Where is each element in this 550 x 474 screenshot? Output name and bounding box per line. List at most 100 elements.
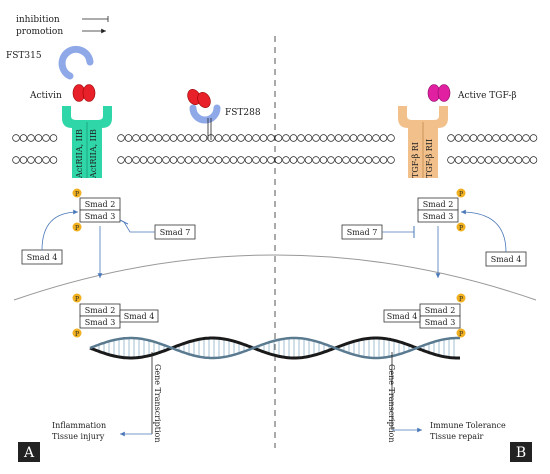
lipid-head: [162, 156, 170, 164]
lipid-head: [484, 156, 493, 164]
lipid-head: [169, 156, 178, 164]
lipid-head: [499, 134, 508, 142]
lipid-head: [199, 156, 208, 164]
lipid-head: [12, 156, 20, 164]
receptor-label-2: ActRIIA, IIB: [89, 129, 98, 179]
lipid-head: [27, 156, 35, 164]
nuclear-smad3-label: Smad 3: [85, 318, 116, 327]
lipid-head: [364, 156, 373, 164]
lipid-head: [184, 156, 193, 164]
lipid-head: [304, 134, 313, 142]
lipid-head: [522, 134, 530, 142]
lipid-head: [117, 156, 125, 164]
lipid-head: [387, 156, 395, 164]
lipid-head: [514, 156, 523, 164]
phospho-label: P: [459, 331, 463, 338]
nuclear-envelope: [13, 254, 537, 301]
lipid-head: [484, 134, 493, 142]
lipid-head: [19, 134, 28, 142]
phospho-label: P: [75, 331, 79, 338]
lipid-head: [507, 156, 515, 164]
smad2-label: Smad 2: [85, 200, 116, 209]
lipid-head: [319, 156, 328, 164]
lipid-head: [507, 134, 515, 142]
outcome-tissue-repair: Tissue repair: [430, 432, 484, 441]
lipid-head: [19, 156, 28, 164]
outcome-inflammation: Inflammation: [52, 421, 106, 430]
lipid-head: [297, 156, 305, 164]
lipid-head: [49, 156, 58, 164]
panel-b-label: B: [516, 445, 526, 461]
lipid-head: [222, 156, 230, 164]
lipid-head: [312, 134, 320, 142]
smad4-label: Smad 4: [27, 253, 58, 262]
lipid-head: [139, 156, 148, 164]
lipid-head: [522, 156, 530, 164]
smad7-inhibition-bar: [119, 219, 129, 225]
lipid-head: [237, 156, 245, 164]
legend-promotion-label: promotion: [16, 27, 63, 37]
nuclear-smad4-label: Smad 4: [124, 312, 155, 321]
lipid-head: [304, 156, 313, 164]
lipid-head: [492, 156, 500, 164]
lipid-head: [124, 134, 133, 142]
lipid-head: [469, 156, 478, 164]
lipid-head: [462, 134, 470, 142]
lipid-head: [124, 156, 133, 164]
panel-a-label: A: [23, 445, 35, 461]
lipid-head: [334, 134, 343, 142]
lipid-head: [469, 134, 478, 142]
lipid-head: [259, 156, 268, 164]
lipid-head: [529, 156, 538, 164]
nuclear-smad4-label: Smad 4: [387, 312, 418, 321]
phospho-label: P: [75, 296, 79, 303]
activin-label: Activin: [29, 91, 62, 101]
lipid-head: [237, 134, 245, 142]
smad2-label: Smad 2: [423, 200, 454, 209]
lipid-head: [297, 134, 305, 142]
smad3-label: Smad 3: [423, 212, 454, 221]
lipid-head: [454, 134, 463, 142]
lipid-head: [162, 134, 170, 142]
phospho-circle: [72, 293, 82, 303]
lipid-head: [117, 134, 125, 142]
lipid-head: [147, 156, 155, 164]
lipid-head: [364, 134, 373, 142]
fst288-icon: [189, 104, 221, 124]
lipid-head: [492, 134, 500, 142]
smad3-box: [79, 209, 121, 223]
smad7-label: Smad 7: [347, 228, 378, 237]
lipid-head: [349, 156, 358, 164]
tgfb-label: Active TGF-β: [457, 91, 517, 101]
lipid-head: [132, 134, 140, 142]
receptor-label-1: TGF-β RI: [411, 142, 420, 178]
phospho-circle: [72, 328, 82, 338]
legend-inhibition-label: inhibition: [16, 15, 60, 25]
phospho-circle: [456, 328, 466, 338]
lipid-head: [214, 134, 223, 142]
lipid-head: [184, 134, 193, 142]
lipid-head: [267, 134, 275, 142]
legend: inhibition promotion: [16, 15, 109, 37]
smad3-label: Smad 3: [85, 212, 116, 221]
lipid-head: [289, 134, 298, 142]
fst288-activin-right: [197, 92, 211, 108]
nuclear-smad4-box: [119, 309, 159, 323]
lipid-head: [274, 156, 283, 164]
lipid-head: [42, 156, 50, 164]
lipid-head: [462, 156, 470, 164]
lipid-head: [267, 156, 275, 164]
lipid-head: [252, 134, 260, 142]
nuclear-smad3-label: Smad 3: [425, 318, 456, 327]
lipid-head: [379, 134, 388, 142]
lipid-head: [222, 134, 230, 142]
nuclear-smad4-box: [383, 309, 421, 323]
phospho-label: P: [459, 225, 463, 232]
fst315-icon: [58, 45, 94, 80]
fst315-label: FST315: [6, 51, 42, 61]
phospho-circle: [456, 188, 466, 198]
phospho-label: P: [459, 296, 463, 303]
phospho-label: P: [75, 225, 79, 232]
lipid-head: [514, 134, 523, 142]
